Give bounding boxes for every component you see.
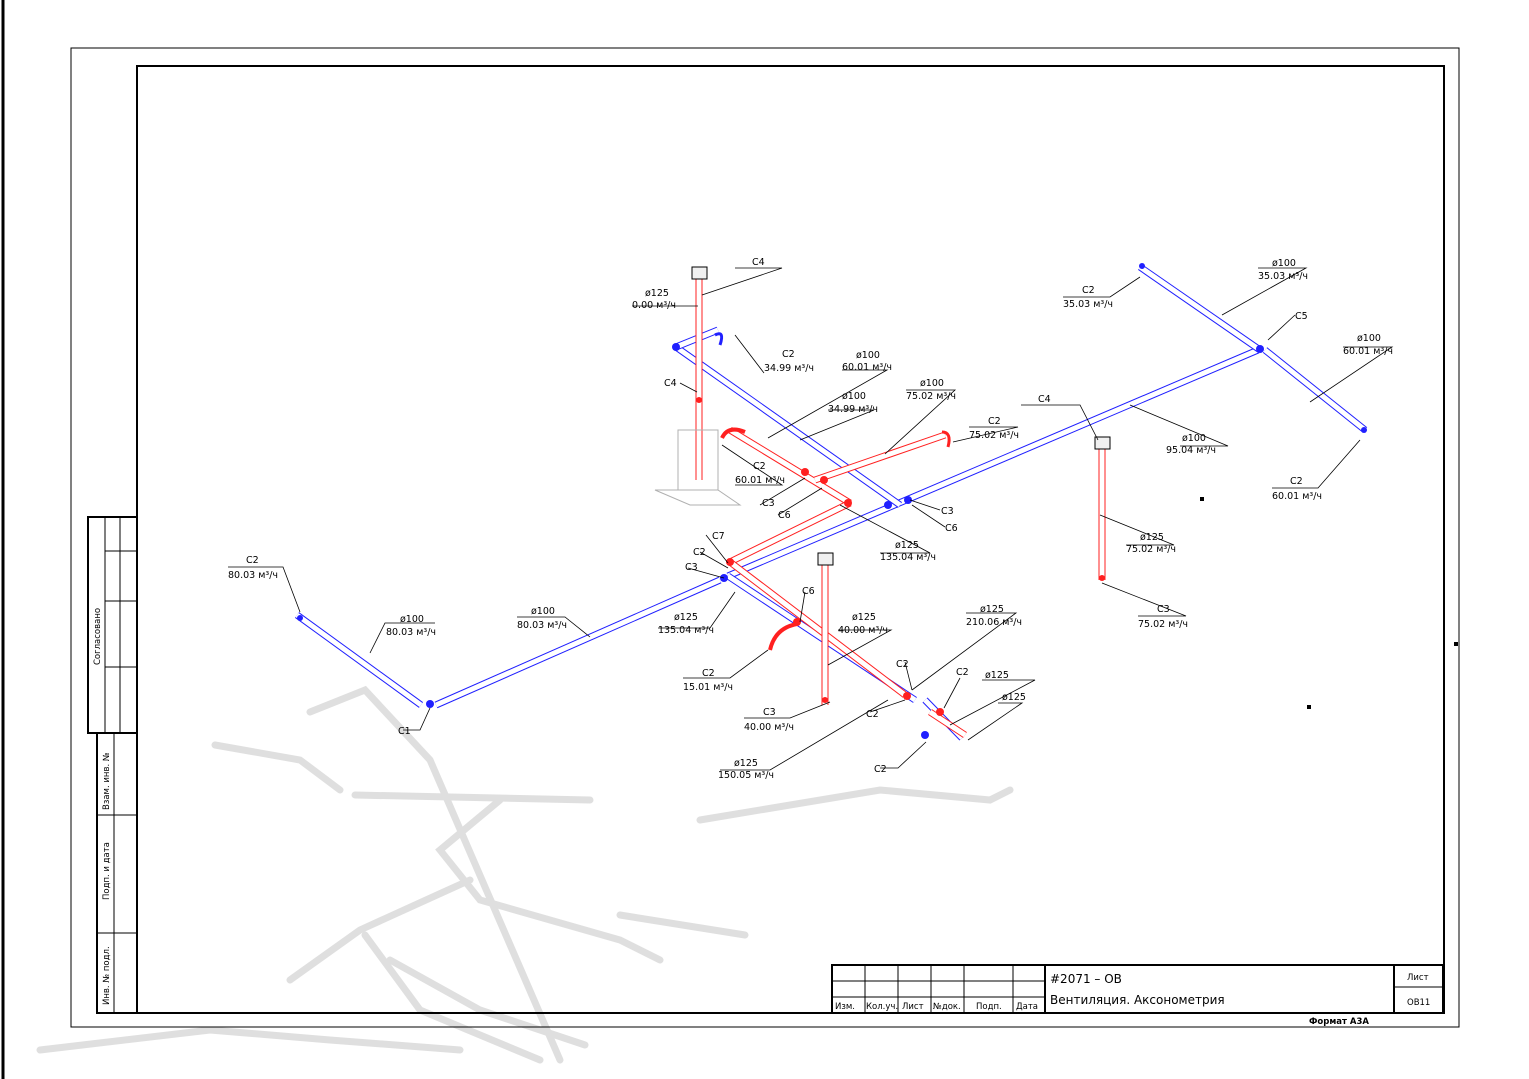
duct-125-15005-value: 150.05 м³/ч [718,770,774,781]
tag-c7: С7 [712,531,725,542]
lbl-c2-3499-name: С2 [782,349,795,360]
ghost-shadow [36,685,1014,1064]
duct-100-9504-size: ø100 [1182,433,1206,444]
duct-100-7502-value: 75.02 м³/ч [906,391,956,402]
lbl-c2-35-name: С2 [1082,285,1095,296]
duct-100-7502-size: ø100 [920,378,944,389]
lbl-c2-60r-name: С2 [1290,476,1303,487]
stray-marks [1200,497,1458,709]
supply-ducts [695,275,1106,738]
tag-c2-c: С2 [866,709,879,720]
tag-c3-right: С3 [941,506,954,517]
duct-100-6001r-size: ø100 [1357,333,1381,344]
tag-c6-mid: С6 [778,510,791,521]
outer-frame [70,47,1460,1028]
project-code: #2071 – ОВ [1050,972,1122,986]
tag-c2-e: С2 [874,764,887,775]
tag-c2-a: С2 [693,547,706,558]
lbl-c2-80-name: С2 [246,555,259,566]
drawing-title: Вентиляция. Аксонометрия [1050,993,1225,1007]
duct-100-6001-size: ø100 [856,350,880,361]
tb-header-ndoc: №док. [933,1002,961,1012]
duct-125-21006-value: 210.06 м³/ч [966,617,1022,628]
lbl-c2-1501-value: 15.01 м³/ч [683,682,733,693]
lbl-c3-4000-value: 40.00 м³/ч [744,722,794,733]
tag-c6-right: С6 [945,523,958,534]
duct-125-7502-value: 75.02 м³/ч [1126,544,1176,555]
duct-125-4000-size: ø125 [852,612,876,623]
lbl-c2-7502-value: 75.02 м³/ч [969,430,1019,441]
duct-125-a-size: ø125 [985,670,1009,681]
duct-125-21006-size: ø125 [980,604,1004,615]
lbl-c2-6001-value: 60.01 м³/ч [735,475,785,486]
duct-125-13504a-size: ø125 [895,540,919,551]
duct-100-8003a-value: 80.03 м³/ч [386,627,436,638]
duct-125-0-value: 0.00 м³/ч [632,300,676,311]
tb-header-list: Лист [902,1002,924,1012]
duct-100-8003a-size: ø100 [400,614,424,625]
diagram-labels: С2 80.03 м³/ч С2 35.03 м³/ч С2 60.01 м³/… [228,257,1393,781]
inner-frame [136,65,1445,1014]
lbl-c2-35-value: 35.03 м³/ч [1063,299,1113,310]
stamp-inv-orig: Инв. № подл. [102,946,112,1005]
sheet-number: ОВ11 [1407,998,1430,1008]
leader-lines [228,267,1394,771]
duct-125-7502-size: ø125 [1140,532,1164,543]
lbl-c2-6001-name: С2 [753,461,766,472]
exhaust-ducts [294,264,1368,741]
tb-header-sign: Подп. [976,1002,1002,1012]
tag-c1: С1 [398,726,411,737]
tag-c2-b: С2 [896,659,909,670]
duct-100-3503-value: 35.03 м³/ч [1258,271,1308,282]
duct-125-15005-size: ø125 [734,758,758,769]
duct-100-8003b-size: ø100 [531,606,555,617]
tag-c2-d: С2 [956,667,969,678]
stamp-sign-date: Подп. и дата [102,842,112,900]
tb-header-izm: Изм. [835,1002,855,1012]
title-block [831,964,1444,1014]
duct-125-b-size: ø125 [1002,692,1026,703]
tag-c3-mid: С3 [762,498,775,509]
tag-c5: С5 [1295,311,1308,322]
lbl-c2-1501-name: С2 [702,668,715,679]
stamp-replaced-inv: Взам. инв. № [102,752,112,810]
plenum-box [654,429,742,506]
side-stamp [87,516,138,1014]
duct-100-6001-value: 60.01 м³/ч [842,362,892,373]
tag-c4-left: С4 [664,378,677,389]
exhaust-fittings [297,263,1367,739]
duct-100-3503-size: ø100 [1272,258,1296,269]
lbl-c3-7502-value: 75.02 м³/ч [1138,619,1188,630]
duct-100-8003b-value: 80.03 м³/ч [517,620,567,631]
lbl-c2-60r-value: 60.01 м³/ч [1272,491,1322,502]
duct-100-6001r-value: 60.01 м³/ч [1343,346,1393,357]
tag-c3-a: С3 [685,562,698,573]
duct-125-13504a-value: 135.04 м³/ч [880,552,936,563]
duct-125-4000-value: 40.00 м³/ч [838,625,888,636]
duct-125-13504b-size: ø125 [674,612,698,623]
lbl-c2-80-value: 80.03 м³/ч [228,570,278,581]
diffuser-caps [691,266,1111,566]
tb-header-date: Дата [1016,1002,1038,1012]
tag-c4-top: С4 [752,257,765,268]
sheet-label: Лист [1407,973,1429,983]
duct-100-3499-value: 34.99 м³/ч [828,404,878,415]
lbl-c3-7502-name: С3 [1157,604,1170,615]
format-label: Формат А3А [1309,1017,1369,1027]
duct-100-9504-value: 95.04 м³/ч [1166,445,1216,456]
supply-fittings [696,397,1105,716]
duct-125-13504b-value: 135.04 м³/ч [658,625,714,636]
lbl-c2-7502-name: С2 [988,416,1001,427]
lbl-c3-4000-name: С3 [763,707,776,718]
lbl-c2-3499-value: 34.99 м³/ч [764,363,814,374]
duct-125-0-size: ø125 [645,288,669,299]
stamp-agreed: Согласовано [93,608,103,665]
duct-100-3499-size: ø100 [842,391,866,402]
tag-c4-right: С4 [1038,394,1051,405]
tag-c6-low: С6 [802,586,815,597]
tb-header-kolvo: Кол.уч. [866,1002,898,1012]
